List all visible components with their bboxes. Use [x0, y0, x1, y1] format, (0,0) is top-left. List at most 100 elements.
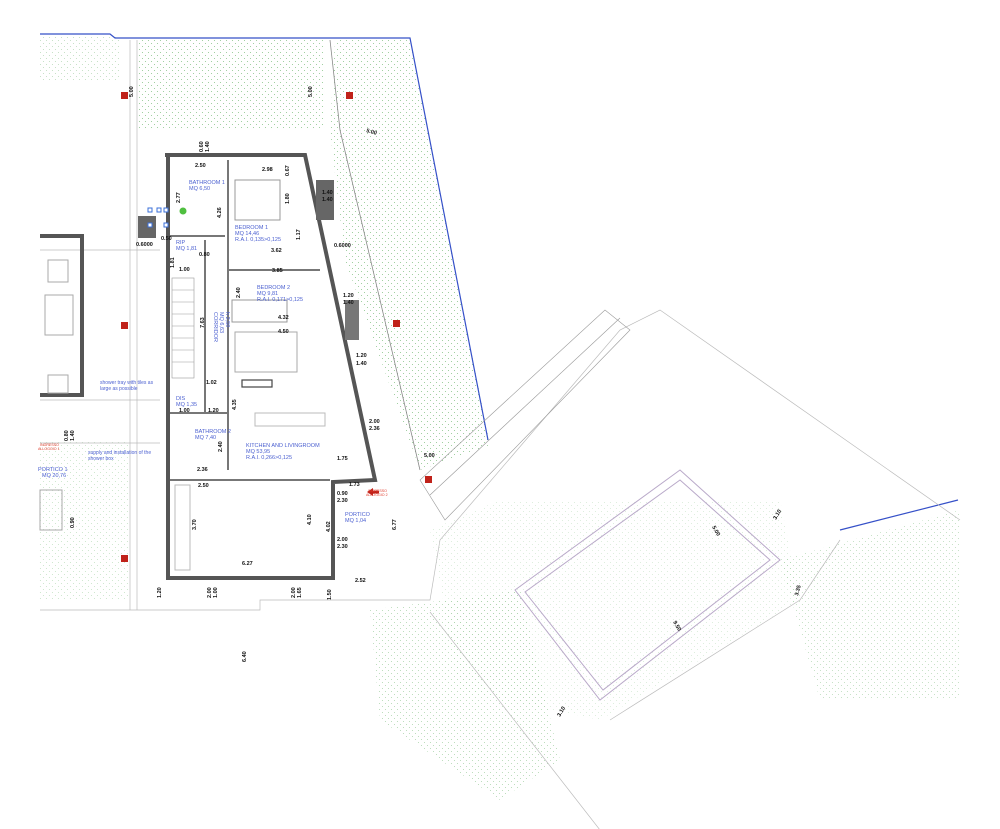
dimension-label: 2.40	[236, 287, 242, 298]
room-rai-kitchen: R.A.I. 0,266>0,125	[246, 455, 292, 461]
west-building	[39, 234, 84, 531]
dimension-label: 1.40	[322, 197, 333, 203]
dimension-label: 0.80	[64, 430, 70, 441]
selection-handles[interactable]	[147, 207, 169, 228]
garden-east	[330, 40, 490, 470]
room-area-rip: MQ 1,81	[176, 246, 197, 252]
dimension-label: 2.00	[291, 587, 297, 598]
dimension-label: 5.00	[129, 86, 135, 97]
garden-north	[137, 40, 325, 130]
note-entrance-left: ALLOGGIO 1	[38, 447, 60, 451]
dimension-label: 1.81	[170, 257, 176, 268]
room-rai-bedroom2: R.A.I. 0,171>0,125	[257, 297, 303, 303]
garden-west	[40, 35, 120, 80]
dimension-label: 6.77	[392, 519, 398, 530]
dimension-label: 0.6000	[334, 243, 351, 249]
dimension-label: 2.36	[369, 426, 380, 432]
room-name-portico: PORTICO	[345, 512, 371, 518]
columns	[121, 92, 432, 562]
note-entrance-right: INGRESSO	[368, 489, 387, 493]
room-area-bedroom2: MQ 9,81	[257, 291, 278, 297]
room-name-dis: DIS	[176, 396, 186, 402]
room-rai-bedroom1: R.A.I. 0,135>0,125	[235, 237, 281, 243]
room-name-kitchen: KITCHEN AND LIVINGROOM	[246, 443, 320, 449]
dimension-label: 2.77	[176, 192, 182, 203]
sofa	[234, 331, 298, 373]
dimension-label: 1.80	[285, 193, 291, 204]
bed-2	[231, 299, 288, 323]
dimension-label: 4.32	[278, 315, 289, 321]
dimension-label: 1.65	[297, 587, 303, 598]
dimension-label: 1.40	[70, 430, 76, 441]
dimension-label: 1.00	[179, 267, 190, 273]
dimension-label: 2.40	[218, 441, 224, 452]
dimension-label: 4.02	[326, 521, 332, 532]
column-marker	[121, 322, 128, 329]
dimension-label: 0.80	[199, 252, 210, 258]
dimension-label: 1.50	[327, 589, 333, 600]
dimension-label: 0.90	[337, 491, 348, 497]
dimension-label: 3.10	[557, 706, 568, 718]
exterior-stairs	[419, 309, 631, 521]
dimension-label: 3.70	[192, 519, 198, 530]
dimension-label: 5.00	[424, 453, 435, 459]
dimension-label: 0.60	[199, 141, 205, 152]
dimension-label: 0.6000	[136, 242, 153, 248]
dimension-label: 1.20	[157, 587, 163, 598]
dimension-label: 5.00	[308, 86, 314, 97]
dimension-label: 1.20	[343, 293, 354, 299]
dimension-label: 1.73	[349, 482, 360, 488]
room-area-bedroom1: MQ 14,46	[235, 231, 259, 237]
bed-1	[234, 179, 281, 221]
note-shower-box: shower box	[88, 456, 114, 462]
dimension-label: 2.00	[369, 419, 380, 425]
dimension-label: 7.63	[200, 317, 206, 328]
garden-pool-surround	[430, 500, 800, 720]
room-area-bathroom1: MQ 6,50	[189, 186, 210, 192]
notes: shower tray with tiles as large as possi…	[38, 380, 388, 497]
dimension-label: 1.02	[206, 380, 217, 386]
note-shower-tray: large as possible	[100, 386, 138, 392]
dimension-label: 2.50	[198, 483, 209, 489]
room-name-bathroom1: BATHROOM 1	[189, 180, 225, 186]
kitchen-counter	[174, 484, 191, 571]
dimension-label: 3.10	[773, 509, 784, 521]
dimension-labels: 2.50 2.98 0.67 2.77 4.26 1.80 0.50 3.62 …	[64, 86, 803, 718]
dimension-label: 0.50	[161, 236, 172, 242]
room-area-kitchen: MQ 53,95	[246, 449, 270, 455]
dimension-label: 5.00	[365, 128, 377, 137]
room-name-corridor: CORRIDOR	[212, 312, 218, 342]
dimension-label: 2.00	[337, 537, 348, 543]
column-marker	[425, 476, 432, 483]
garden-west-lower	[38, 440, 130, 600]
dimension-label: 4.35	[232, 399, 238, 410]
interior-stairs	[171, 277, 195, 379]
dimension-label: 1.17	[296, 229, 302, 240]
dimension-label: 3.62	[271, 248, 282, 254]
dimension-label: 2.50	[195, 163, 206, 169]
note-shower-box: supply and installation of the	[88, 450, 151, 456]
room-name-portico1: PORTICO 1	[38, 467, 68, 473]
house-walls	[138, 153, 378, 580]
dimension-label: 0.90	[70, 517, 76, 528]
column-marker	[121, 92, 128, 99]
note-shower-tray: shower tray with tiles as	[100, 380, 154, 386]
dimension-label: 4.50	[278, 329, 289, 335]
dimension-label: 6.40	[242, 651, 248, 662]
dimension-label: 2.30	[337, 498, 348, 504]
room-name-rip: RIP	[176, 240, 186, 246]
dimension-label: 4.10	[307, 514, 313, 525]
dimension-label: 4.26	[217, 207, 223, 218]
entrance-arrow-icon	[367, 488, 379, 496]
dimension-label: 1.20	[356, 353, 367, 359]
window-2	[345, 300, 359, 340]
dimension-label: 5.00	[710, 525, 721, 537]
dimension-label: 3.35	[794, 585, 803, 597]
garden-areas	[38, 35, 960, 800]
dimension-label: 1.40	[356, 361, 367, 367]
dimension-label: 1.40	[322, 190, 333, 196]
room-name-bathroom2: BATHROOM 2	[195, 429, 231, 435]
room-area-portico1: MQ 20,76	[42, 473, 66, 479]
dimension-label: 2.36	[197, 467, 208, 473]
dining-table	[254, 412, 326, 427]
